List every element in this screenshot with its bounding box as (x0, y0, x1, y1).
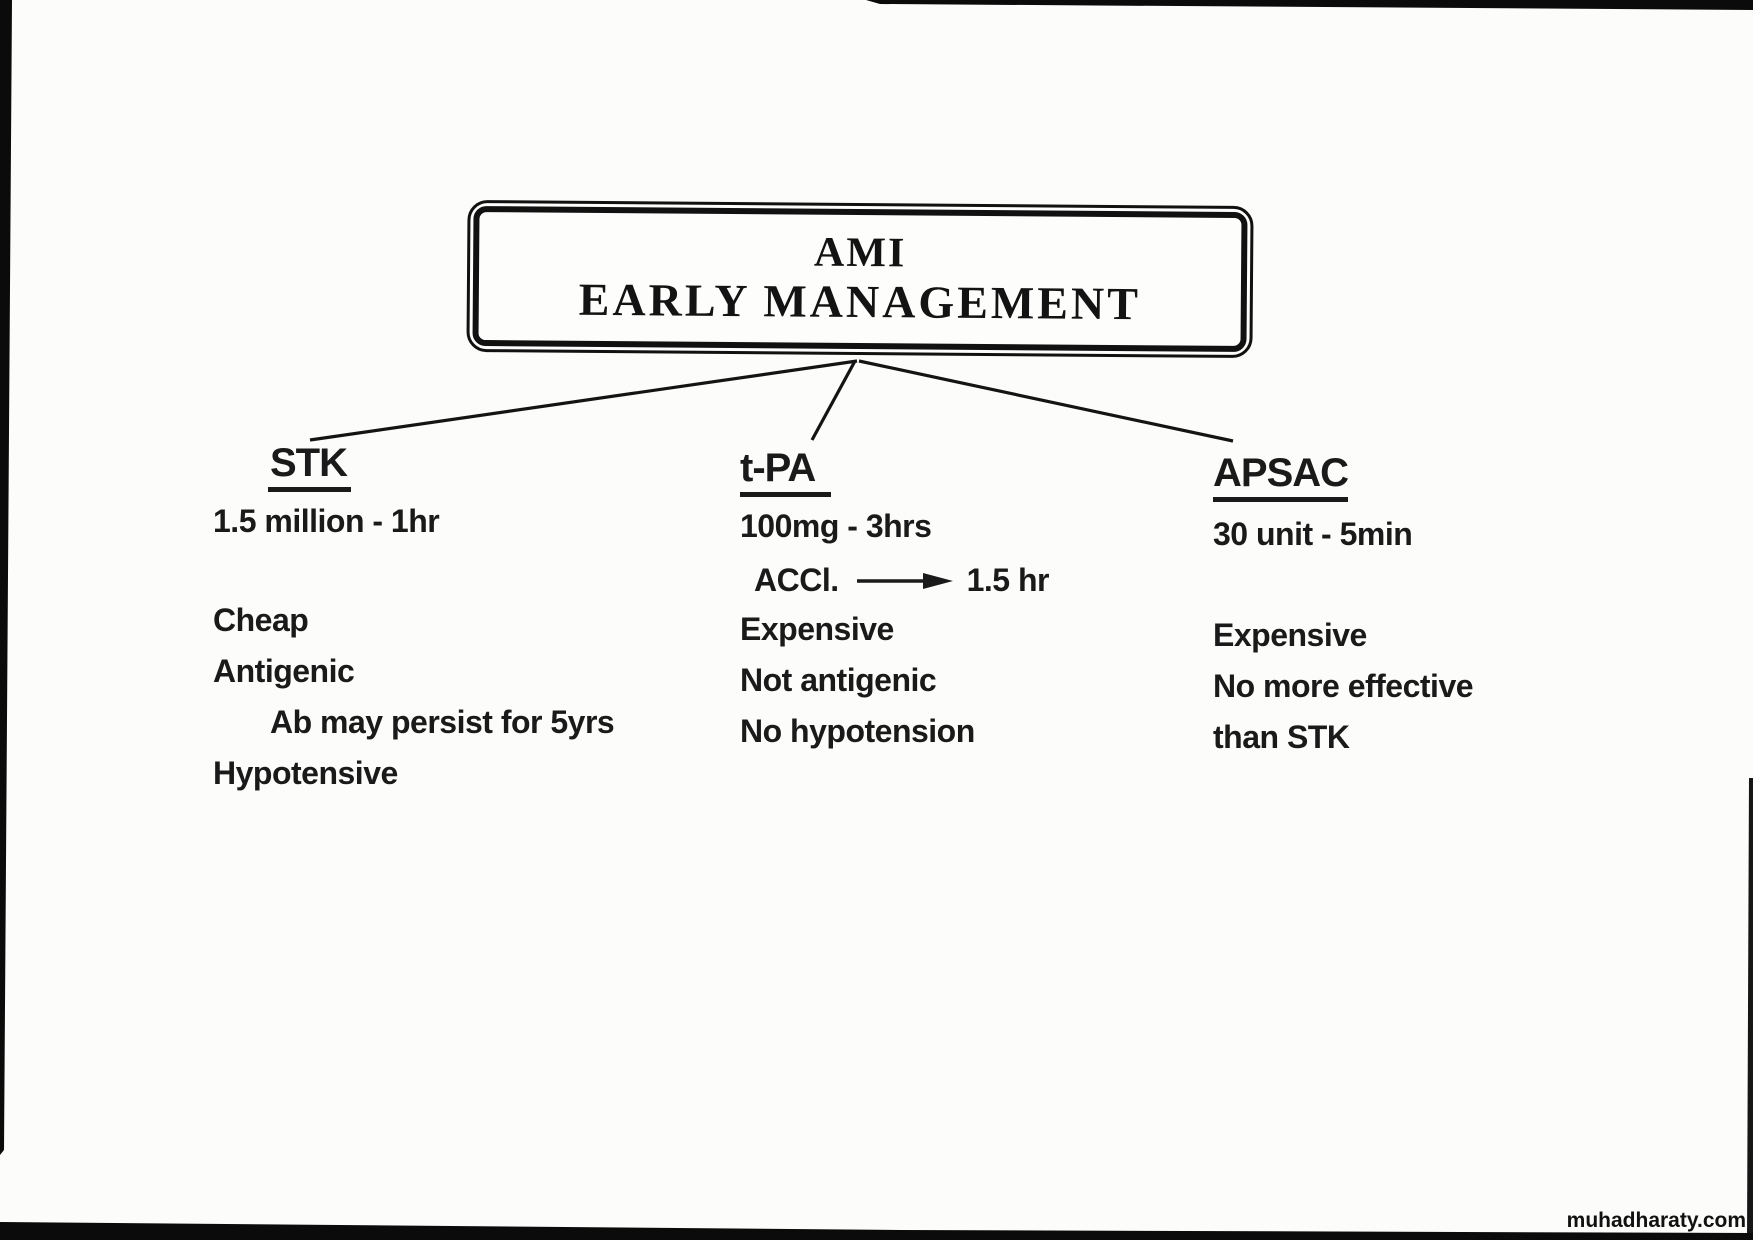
stk-note: Ab may persist for 5yrs (270, 704, 615, 740)
tpa-heading: t-PA (740, 445, 832, 497)
apsac-note: Expensive (1213, 617, 1367, 653)
tpa-accl-label: ACCl. (754, 561, 839, 598)
right-arrow-icon (856, 573, 953, 589)
apsac-dose: 30 unit - 5min (1213, 516, 1413, 552)
watermark-text: muhadharaty.com (1566, 1209, 1746, 1232)
stk-note: Antigenic (213, 653, 355, 689)
stk-dose: 1.5 million - 1hr (213, 503, 440, 539)
scan-bar-left (0, 0, 12, 1155)
apsac-notes: Expensive No more effective than STK (1213, 610, 1693, 763)
stk-heading: STK (268, 440, 351, 492)
title-box: AMI EARLY MANAGEMENT (466, 199, 1254, 359)
tpa-accl-value: 1.5 hr (966, 561, 1050, 598)
apsac-note: than STK (1213, 719, 1350, 755)
connector-line-tpa (810, 360, 857, 441)
column-apsac: APSAC 30 unit - 5min Expensive No more e… (1213, 450, 1693, 763)
apsac-note: No more effective (1213, 668, 1474, 704)
scan-bar-right (1747, 778, 1753, 1240)
tpa-notes: Expensive Not antigenic No hypotension (740, 604, 1200, 757)
tpa-note: Expensive (740, 611, 894, 647)
scan-bar-top-right (866, 0, 1753, 10)
tpa-note: No hypotension (740, 713, 975, 749)
stk-notes: Cheap Antigenic Ab may persist for 5yrs … (213, 595, 733, 799)
tpa-accelerated-row: ACCl. 1.5 hr (754, 557, 1200, 603)
title-line-1: AMI (813, 229, 907, 277)
title-box-inner-border: AMI EARLY MANAGEMENT (472, 205, 1248, 353)
stk-note: Hypotensive (213, 755, 398, 791)
scan-bar-bottom (0, 1222, 1753, 1240)
column-stk: STK 1.5 million - 1hr Cheap Antigenic Ab… (213, 440, 733, 799)
title-line-2: EARLY MANAGEMENT (578, 273, 1142, 330)
connector-lines (309, 359, 1234, 443)
tpa-note: Not antigenic (740, 662, 937, 698)
stk-note: Cheap (213, 602, 309, 638)
column-tpa: t-PA 100mg - 3hrs ACCl. 1.5 hr Expensive… (740, 445, 1200, 757)
connector-line-apsac (858, 359, 1234, 443)
tpa-dose: 100mg - 3hrs (740, 508, 932, 544)
connector-line-stk (309, 359, 858, 442)
apsac-heading: APSAC (1213, 450, 1349, 502)
